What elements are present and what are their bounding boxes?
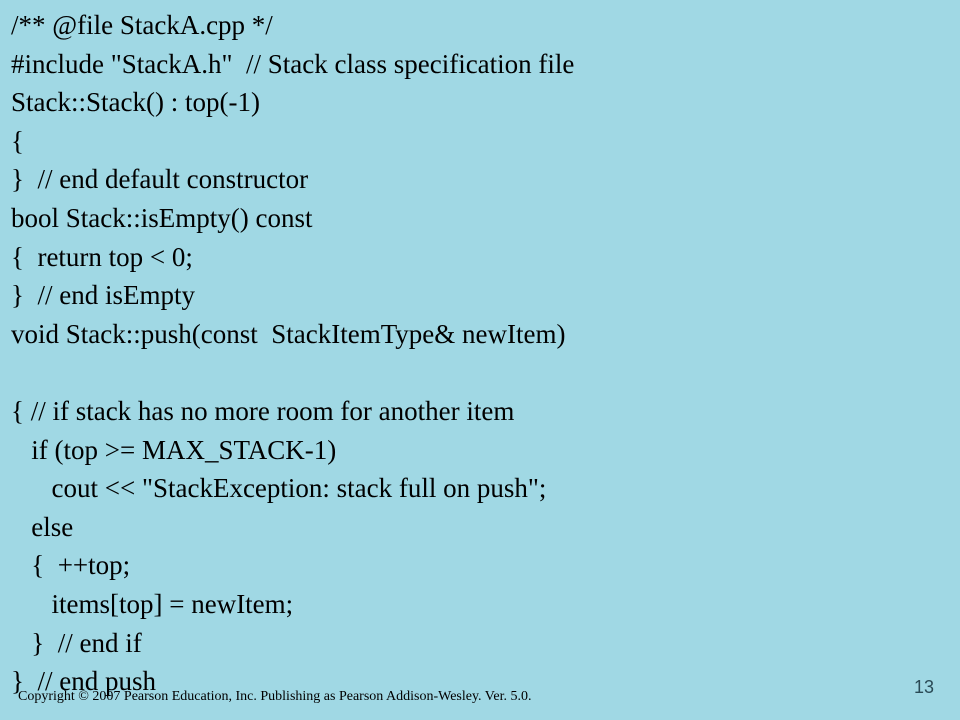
code-line: { bbox=[11, 125, 24, 156]
code-line: if (top >= MAX_STACK-1) bbox=[11, 434, 337, 465]
code-line: { // if stack has no more room for anoth… bbox=[11, 395, 515, 426]
code-line: { ++top; bbox=[11, 550, 131, 581]
code-line: Stack::Stack() : top(-1) bbox=[11, 87, 260, 118]
code-line: else bbox=[11, 511, 74, 542]
code-line: } // end isEmpty bbox=[11, 280, 195, 311]
code-line: bool Stack::isEmpty() const bbox=[11, 202, 313, 233]
code-line: } // end push bbox=[11, 666, 156, 697]
code-line: cout << "StackException: stack full on p… bbox=[11, 473, 547, 504]
code-line: void Stack::push(const StackItemType& ne… bbox=[11, 318, 566, 349]
code-line: #include "StackA.h" // Stack class speci… bbox=[11, 48, 575, 79]
code-line: { return top < 0; bbox=[11, 241, 193, 272]
code-line: items[top] = newItem; bbox=[11, 588, 294, 619]
code-line: } // end if bbox=[11, 627, 142, 658]
code-line-blank bbox=[11, 353, 574, 392]
code-listing: /** @file StackA.cpp */ #include "StackA… bbox=[11, 6, 574, 701]
code-line: } // end default constructor bbox=[11, 164, 309, 195]
page-number: 13 bbox=[914, 677, 935, 697]
copyright-footer: Copyright © 2007 Pearson Education, Inc.… bbox=[18, 689, 532, 704]
code-line: /** @file StackA.cpp */ bbox=[11, 10, 273, 40]
